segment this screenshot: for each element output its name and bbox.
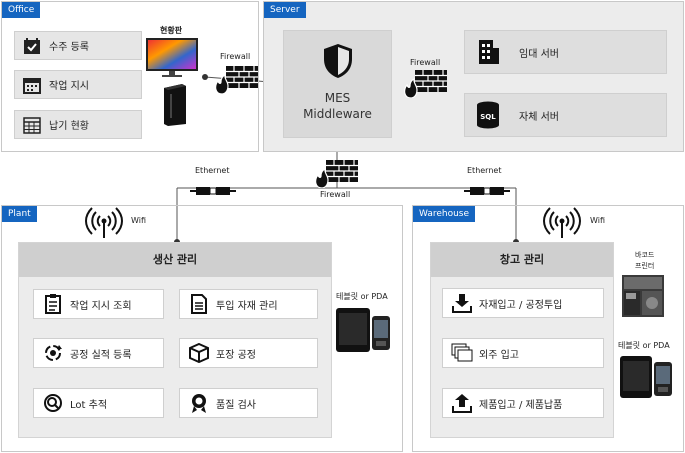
plant-device-label: 테블릿 or PDA	[336, 292, 388, 301]
shield-icon	[322, 43, 354, 79]
ethernet-right-label: Ethernet	[467, 166, 502, 175]
warehouse-item-label: 제품입고 / 제품납품	[479, 399, 563, 411]
firewall-bottom-label: Firewall	[320, 190, 351, 199]
gear-cycle-icon	[42, 342, 64, 364]
production-title: 생산 관리	[19, 243, 331, 277]
mes-title: MES	[324, 91, 351, 105]
sql-text: SQL	[480, 113, 496, 121]
monitor-icon	[146, 38, 198, 78]
plant-item-label: 작업 지시 조회	[70, 300, 132, 312]
pc-tower-icon	[160, 84, 190, 126]
calendar-icon	[21, 74, 43, 96]
plant-zone: Plant	[1, 205, 403, 452]
server-rental[interactable]: 임대 서버	[464, 30, 667, 74]
dashboard-label: 현황판	[160, 26, 183, 35]
server-label: 임대 서버	[519, 48, 559, 60]
ethernet-connector-icon	[464, 182, 510, 195]
firewall-icon	[403, 70, 447, 99]
barcode-printer-icon	[620, 273, 666, 319]
warehouse-title: 창고 관리	[431, 243, 613, 277]
plant-item-work-order[interactable]: 작업 지시 조회	[33, 289, 164, 319]
warehouse-device-label: 테블릿 or PDA	[618, 341, 670, 350]
office-item-delivery[interactable]: 납기 현황	[14, 110, 142, 139]
server-label: 자체 서버	[519, 111, 559, 123]
printer-label-2: 프린터	[635, 262, 655, 270]
mes-subtitle: Middleware	[303, 107, 372, 121]
plant-item-label: 공정 실적 등록	[70, 349, 132, 361]
check-calendar-icon	[21, 35, 43, 57]
office-item-label: 작업 지시	[49, 81, 89, 92]
plant-zone-tag: Plant	[2, 206, 37, 222]
firewall-icon	[214, 66, 258, 95]
warehouse-item-material-in[interactable]: 자재입고 / 공정투입	[442, 288, 604, 318]
plant-item-lot-trace[interactable]: Lot 추적	[33, 388, 164, 418]
server-zone-tag: Server	[264, 2, 306, 18]
mes-middleware-box[interactable]: MES Middleware	[283, 30, 392, 138]
plant-item-material[interactable]: 투입 자재 관리	[179, 289, 318, 319]
box-icon	[188, 342, 210, 364]
office-zone-tag: Office	[2, 2, 41, 18]
warehouse-zone: Warehouse	[412, 205, 684, 452]
plant-item-label: 품질 검사	[216, 399, 256, 411]
office-zone: Office	[1, 1, 259, 152]
office-item-work-order[interactable]: 작업 지시	[14, 70, 142, 99]
clipboard-icon	[42, 293, 64, 315]
search-icon	[42, 392, 64, 414]
warehouse-zone-tag: Warehouse	[413, 206, 476, 222]
plant-item-label: Lot 추적	[70, 399, 108, 411]
plant-item-packaging[interactable]: 포장 공정	[179, 338, 318, 368]
firewall-icon	[314, 160, 358, 189]
printer-label-1: 바코드	[635, 251, 655, 259]
database-sql-icon: SQL	[473, 100, 503, 130]
plant-item-quality[interactable]: 품질 검사	[179, 388, 318, 418]
award-badge-icon	[188, 392, 210, 414]
document-icon	[188, 293, 210, 315]
wifi-icon	[538, 204, 586, 238]
server-own[interactable]: SQL 자체 서버	[464, 93, 667, 137]
warehouse-item-product[interactable]: 제품입고 / 제품납품	[442, 388, 604, 418]
tablet-pda-icon	[620, 354, 676, 400]
firewall-server-label: Firewall	[410, 58, 441, 67]
building-icon	[473, 37, 503, 67]
office-item-label: 수주 등록	[49, 42, 89, 53]
wifi-plant-label: Wifi	[131, 216, 146, 225]
office-item-order[interactable]: 수주 등록	[14, 31, 142, 60]
ethernet-connector-icon	[190, 182, 236, 195]
warehouse-item-label: 자재입고 / 공정투입	[479, 299, 563, 311]
upload-icon	[451, 392, 473, 414]
stacked-windows-icon	[451, 342, 473, 364]
wifi-icon	[80, 204, 128, 238]
wifi-warehouse-label: Wifi	[590, 216, 605, 225]
plant-item-process-result[interactable]: 공정 실적 등록	[33, 338, 164, 368]
grid-calendar-icon	[21, 114, 43, 136]
download-icon	[451, 292, 473, 314]
ethernet-left-label: Ethernet	[195, 166, 230, 175]
tablet-pda-icon	[336, 306, 394, 354]
plant-item-label: 투입 자재 관리	[216, 300, 278, 312]
office-item-label: 납기 현황	[49, 121, 89, 132]
firewall-office-label: Firewall	[220, 52, 251, 61]
plant-item-label: 포장 공정	[216, 349, 256, 361]
warehouse-item-outsource[interactable]: 외주 입고	[442, 338, 604, 368]
warehouse-item-label: 외주 입고	[479, 349, 519, 361]
